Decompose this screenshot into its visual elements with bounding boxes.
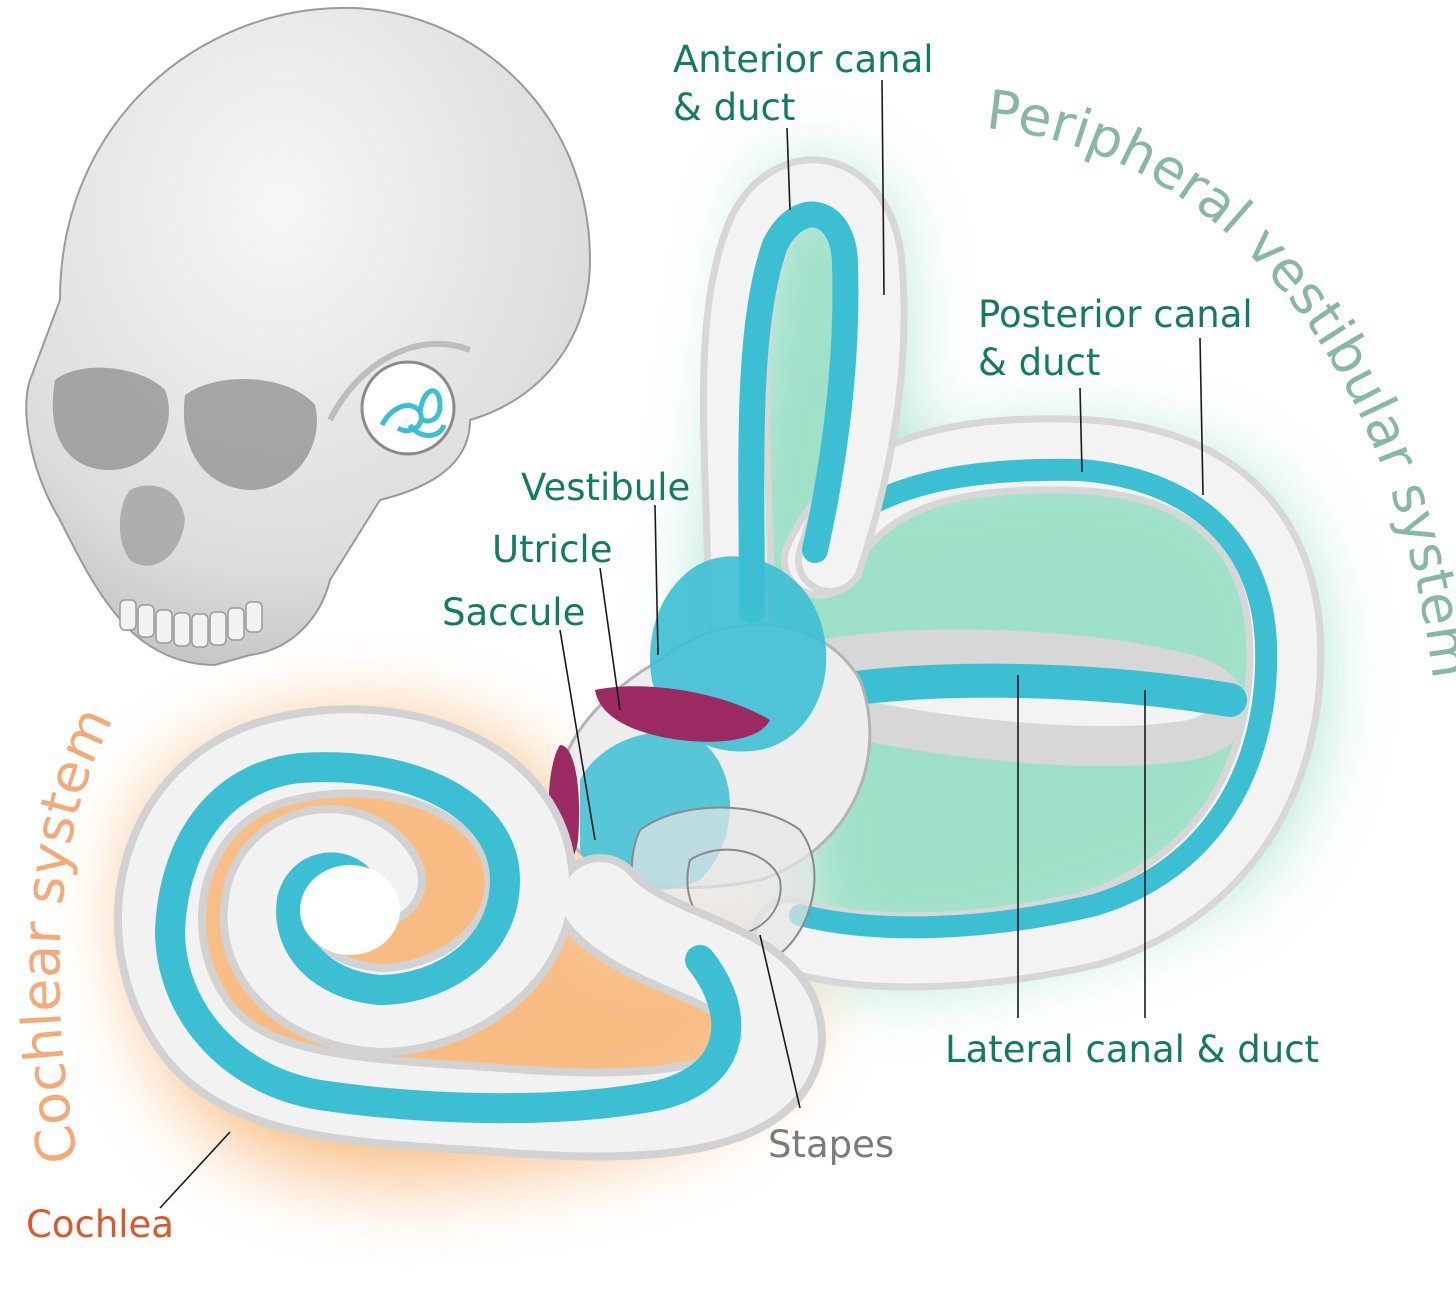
label-cochlea: Cochlea bbox=[26, 1203, 174, 1246]
leader-anterior-2 bbox=[881, 79, 885, 296]
label-utricle: Utricle bbox=[492, 528, 612, 571]
posterior-duct bbox=[789, 458, 1278, 939]
leader-utricle bbox=[599, 567, 621, 711]
utricle-macula bbox=[595, 686, 770, 742]
lateral-duct bbox=[823, 663, 1247, 717]
label-lateral-canal: Lateral canal & duct bbox=[945, 1028, 1319, 1071]
labyrinth-illustration bbox=[114, 156, 1325, 1161]
skull-illustration bbox=[25, 6, 592, 667]
label-stapes: Stapes bbox=[768, 1123, 894, 1166]
leader-cochlea bbox=[159, 1131, 231, 1209]
label-anterior-duct: & duct bbox=[673, 86, 795, 129]
structure-labels: Anterior canal & duct Posterior canal & … bbox=[26, 38, 1319, 1246]
cochlear-duct bbox=[154, 752, 742, 1124]
label-vestibule: Vestibule bbox=[521, 466, 690, 509]
anterior-duct bbox=[738, 201, 859, 623]
label-posterior-canal: Posterior canal bbox=[978, 293, 1253, 336]
label-cochlear-system: Cochlear system bbox=[9, 698, 125, 1169]
leader-lines bbox=[159, 79, 1204, 1209]
label-saccule: Saccule bbox=[442, 591, 585, 634]
leader-posterior-2 bbox=[1199, 337, 1204, 496]
label-anterior-canal: Anterior canal bbox=[673, 38, 934, 81]
label-posterior-duct: & duct bbox=[978, 341, 1100, 384]
leader-saccule bbox=[559, 629, 596, 841]
leader-posterior-1 bbox=[1079, 387, 1083, 473]
leader-vestibule bbox=[654, 504, 659, 656]
leader-anterior-1 bbox=[786, 127, 791, 211]
leader-stapes bbox=[759, 934, 801, 1109]
